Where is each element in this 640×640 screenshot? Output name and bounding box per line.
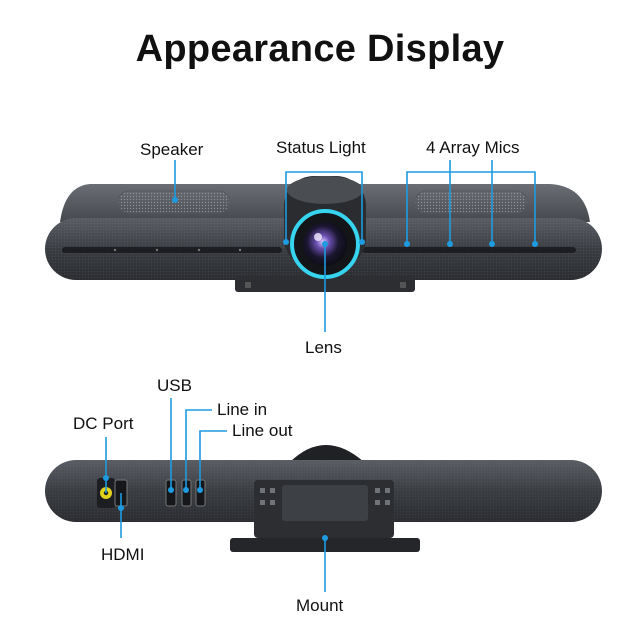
dc-port-label: DC Port <box>73 414 134 433</box>
lens-label: Lens <box>305 338 342 357</box>
front-slot-right <box>362 247 576 253</box>
front-callouts <box>174 160 536 332</box>
speaker-grill-right <box>414 190 528 214</box>
page-title: Appearance Display <box>135 28 505 70</box>
usb-label: USB <box>157 376 192 395</box>
speaker-dot <box>172 197 178 203</box>
usb-dot <box>168 487 174 493</box>
array-mics-label: 4 Array Mics <box>426 138 520 157</box>
front-view <box>45 176 602 292</box>
mic-dot-2 <box>447 241 453 247</box>
dc-port-dot <box>103 475 109 481</box>
front-slot-left <box>62 247 282 253</box>
speaker-label: Speaker <box>140 140 204 159</box>
line-in-label: Line in <box>217 400 268 419</box>
lens-dot <box>322 241 328 247</box>
line-out-label: Line out <box>232 421 293 440</box>
mount-label: Mount <box>296 596 344 615</box>
back-callout-dots <box>103 475 328 541</box>
hdmi-dot <box>118 505 124 511</box>
mic-dot-3 <box>489 241 495 247</box>
back-callouts <box>105 398 326 592</box>
hdmi-label: HDMI <box>101 545 145 564</box>
mount-dot <box>322 535 328 541</box>
line-in-dot <box>183 487 189 493</box>
status-light-dot-right <box>359 239 365 245</box>
mic-dot-4 <box>532 241 538 247</box>
mic-dot-1 <box>404 241 410 247</box>
status-light-dot-left <box>283 239 289 245</box>
status-light-label: Status Light <box>276 138 366 157</box>
front-callout-dots <box>172 197 538 247</box>
line-out-dot <box>197 487 203 493</box>
back-view <box>45 445 602 552</box>
